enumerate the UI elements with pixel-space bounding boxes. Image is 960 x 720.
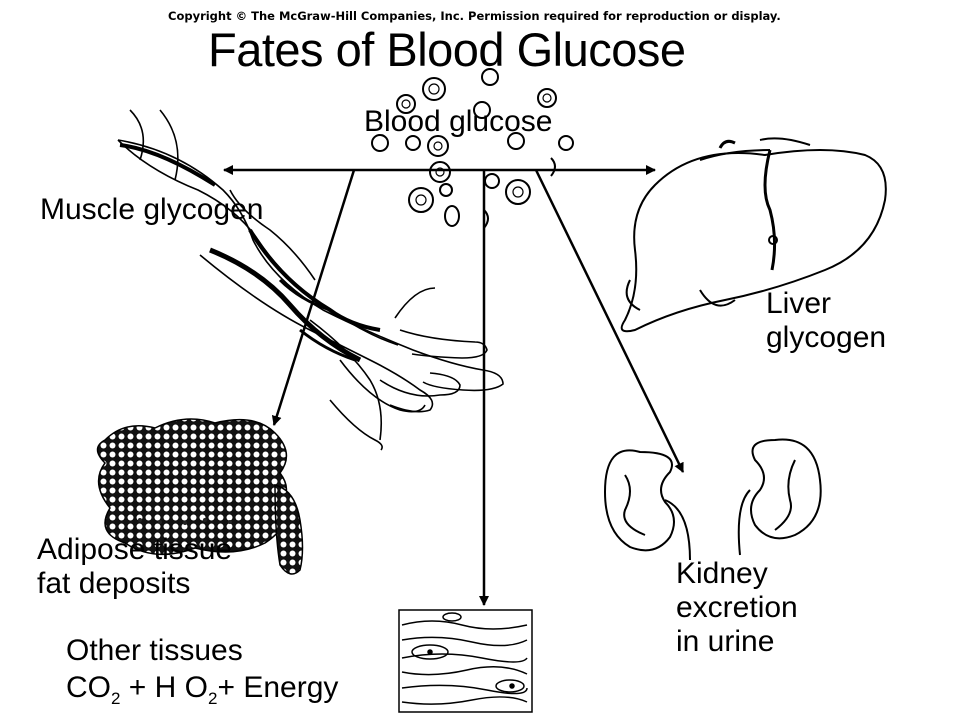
blood-cells-icon (371, 68, 574, 229)
co2-text: CO (66, 671, 111, 704)
kidney-icon (603, 438, 822, 561)
arm-muscle-icon (117, 109, 504, 451)
plus-h-text: + H (120, 671, 185, 704)
other-tissues-label: Other tissues (66, 634, 243, 667)
co2-subscript: 2 (111, 689, 121, 708)
energy-text: + Energy (217, 671, 339, 704)
liver-label-line1: Liver (766, 287, 832, 320)
kidney-label-line2: excretion (676, 591, 798, 624)
liver-label-line2: glycogen (766, 321, 887, 354)
kidney-label-line3: in urine (676, 625, 775, 658)
copyright-notice: Copyright © The McGraw-Hill Companies, I… (168, 9, 781, 23)
page-title: Fates of Blood Glucose (208, 23, 686, 76)
h2o-subscript: 2 (208, 689, 218, 708)
arrow-to-kidney (534, 169, 685, 473)
tissue-section-icon (398, 609, 533, 713)
muscle-glycogen-label: Muscle glycogen (40, 193, 264, 226)
adipose-label-line1: Adipose tissue (37, 533, 233, 566)
h2o-o-text: O (184, 671, 209, 704)
adipose-label-line2: fat deposits (37, 567, 191, 600)
adipose-tissue-icon (96, 418, 304, 575)
blood-glucose-label: Blood glucose (364, 105, 553, 138)
pathway-arrows (223, 165, 685, 606)
kidney-label-line1: Kidney (676, 557, 768, 590)
liver-icon (620, 137, 887, 333)
energy-equation: CO2 + H O2+ Energy (66, 671, 338, 716)
